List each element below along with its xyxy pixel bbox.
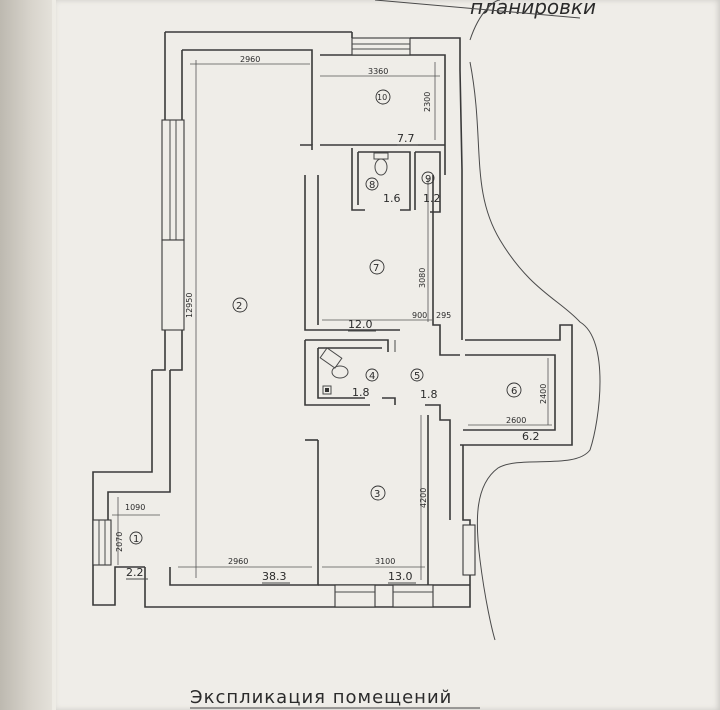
header-underline [374, 0, 581, 19]
room-number-9: 9 [425, 174, 431, 185]
room-7: 7 12.0 [348, 259, 385, 331]
room-3: 3 13.0 [370, 485, 413, 583]
room-number-6: 6 [511, 386, 517, 397]
dim-12950: 12950 [185, 293, 194, 318]
binder-spine [0, 0, 52, 710]
dim-900: 900 [412, 311, 427, 320]
room-number-7: 7 [373, 263, 379, 274]
room-area-6: 6.2 [522, 430, 540, 443]
room-number-4: 4 [369, 371, 375, 382]
toilet-fixture-4 [319, 347, 349, 395]
room-area-1: 2.2 [126, 566, 144, 579]
room-area-7: 12.0 [348, 318, 373, 331]
dim-3100: 3100 [375, 557, 395, 566]
dim-1090: 1090 [125, 503, 145, 512]
room-number-1: 1 [133, 534, 139, 545]
room-5: 5 1.8 [410, 368, 438, 401]
dim-2600: 2600 [506, 416, 526, 425]
room-number-10: 10 [377, 93, 387, 102]
inner-walls [152, 144, 460, 585]
room-area-2: 38.3 [262, 570, 287, 583]
room-number-8: 8 [369, 180, 375, 191]
boundary-line-right [469, 61, 601, 641]
dim-2070: 2070 [115, 532, 124, 552]
room-number-2: 2 [236, 301, 242, 312]
room-area-8: 1.6 [383, 192, 401, 205]
dim-3360: 3360 [368, 67, 388, 76]
room-area-9: 1.2 [423, 192, 441, 205]
room-number-3: 3 [374, 489, 380, 500]
room-4: 4 1.8 [352, 368, 379, 399]
toilet-fixture-8 [373, 152, 389, 176]
room-9: 9 1.2 [421, 171, 441, 205]
room-area-3: 13.0 [388, 570, 413, 583]
header-text: планировки [470, 0, 596, 19]
area-underlines [126, 144, 418, 584]
dim-4200: 4200 [419, 488, 428, 508]
dim-2400: 2400 [539, 384, 548, 404]
dimension-lines [112, 60, 552, 580]
outer-walls [92, 31, 573, 608]
room-10: 10 7.7 [375, 89, 415, 145]
room-area-10: 7.7 [397, 132, 415, 145]
room-1: 1 2.2 [126, 531, 144, 579]
room-6: 6 6.2 [506, 382, 540, 443]
room-number-5: 5 [414, 371, 420, 382]
explication-caption: Экспликация помещений [190, 687, 452, 708]
room-area-4: 1.8 [352, 386, 370, 399]
room-8: 8 1.6 [365, 177, 401, 205]
dimension-labels: 2960 3360 2300 12950 3080 900 295 2400 2… [115, 55, 548, 566]
dim-295: 295 [436, 311, 451, 320]
room-2: 2 38.3 [232, 297, 287, 583]
dim-3080: 3080 [418, 268, 427, 288]
dim-2300: 2300 [423, 92, 432, 112]
dim-2960-bottom: 2960 [228, 557, 248, 566]
room-area-5: 1.8 [420, 388, 438, 401]
floor-plan-sheet [56, 0, 720, 710]
boundary-line-top [469, 0, 501, 41]
dim-2960-top: 2960 [240, 55, 260, 64]
